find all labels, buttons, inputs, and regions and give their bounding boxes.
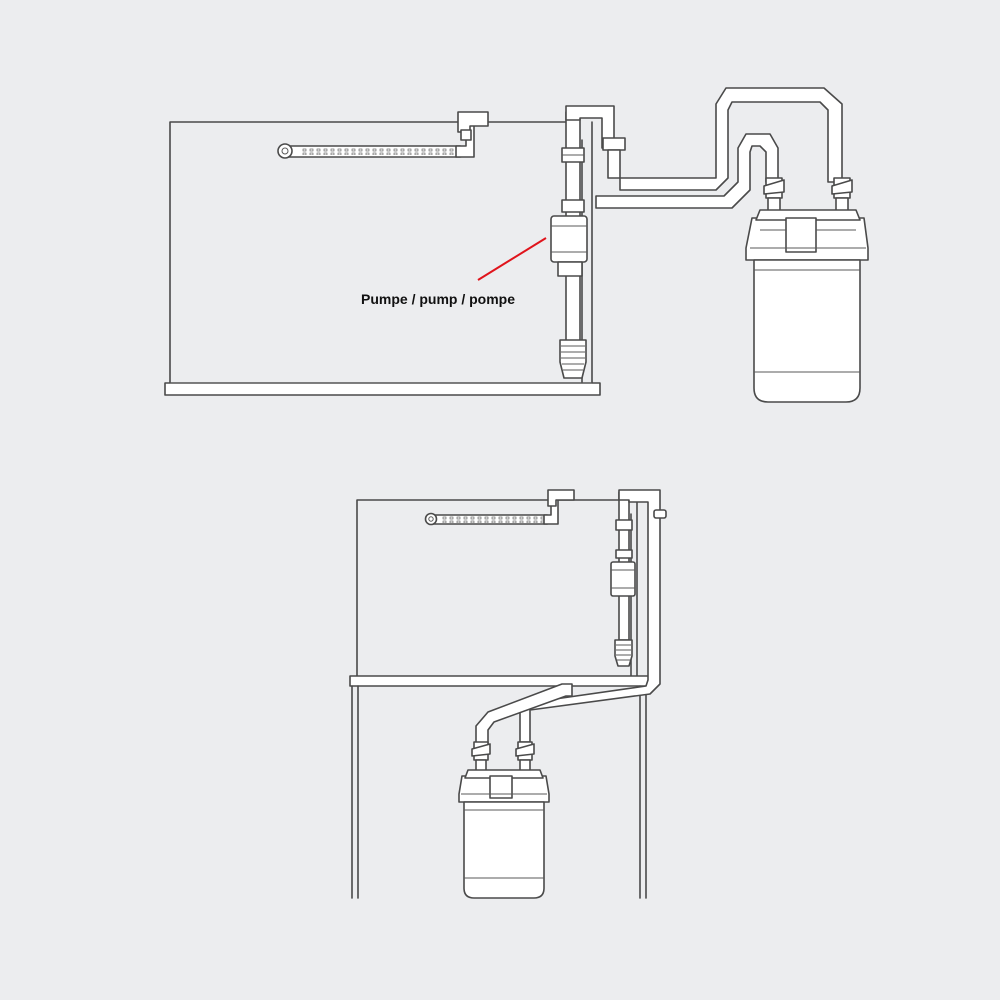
valve-icon — [471, 741, 535, 775]
bottom-setup — [349, 489, 667, 899]
spray-bar — [277, 111, 489, 159]
canister-filter-icon — [745, 209, 869, 403]
spray-bar — [424, 489, 575, 526]
pump-label: Pumpe / pump / pompe — [361, 291, 515, 307]
canister-filter-icon — [458, 769, 550, 899]
aquarium-tank — [356, 499, 638, 677]
pipe — [565, 87, 843, 209]
top-setup: Pumpe / pump / pompe — [164, 87, 869, 403]
pump-pointer-line — [477, 237, 547, 281]
cabinet-stand — [349, 675, 651, 899]
pump-icon — [550, 111, 588, 379]
aquarium-tank — [164, 121, 601, 396]
